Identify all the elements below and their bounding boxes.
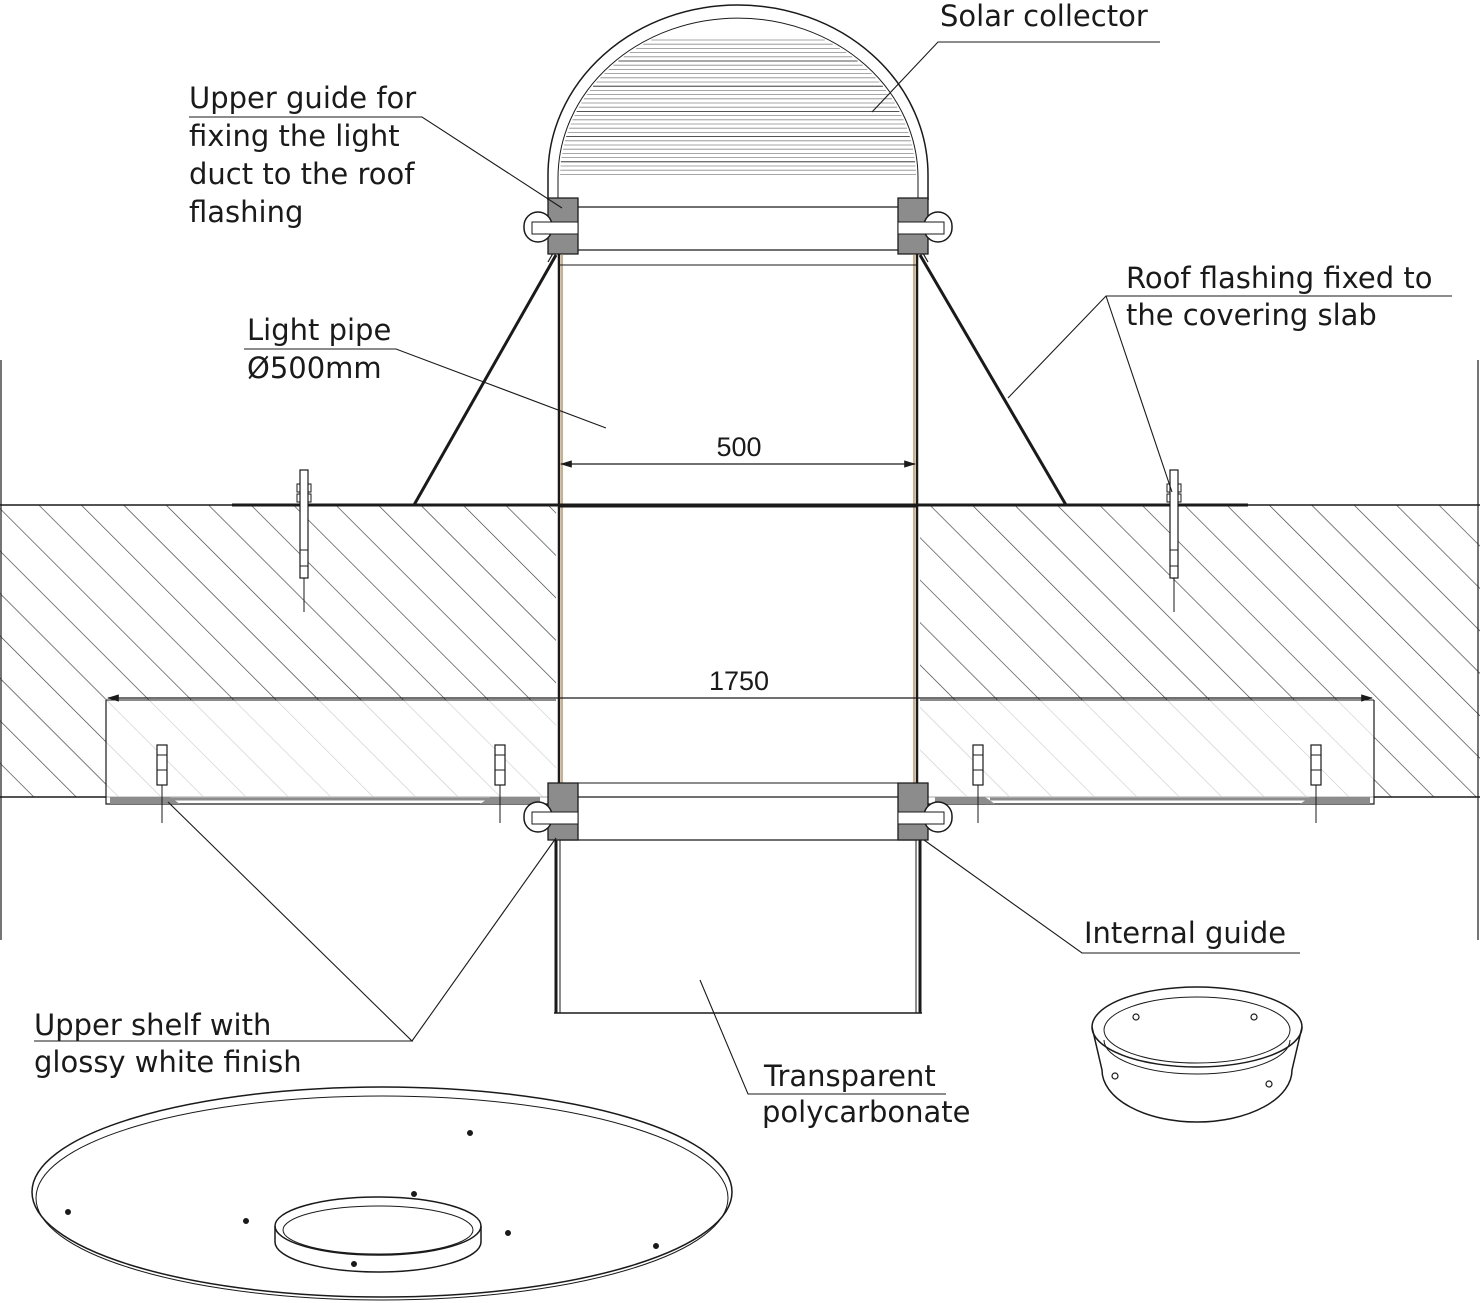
upper-guide-line-3: duct to the roof [189, 157, 415, 191]
label-roof-flashing: Roof flashing fixed to the covering slab [1126, 261, 1432, 332]
leader-lines [34, 41, 1452, 1095]
label-upper-guide: Upper guide for fixing the light duct to… [189, 81, 416, 229]
label-upper-shelf: Upper shelf with glossy white finish [34, 1008, 302, 1079]
concrete-slab [0, 360, 1480, 940]
upper-guide-line-1: Upper guide for [189, 81, 416, 115]
upper-shelf-line-1: Upper shelf with [34, 1008, 271, 1042]
light-pipe-line-1: Light pipe [247, 313, 391, 347]
solar-collector-dome [547, 4, 929, 200]
internal-guide-label: Internal guide [1084, 916, 1286, 950]
label-light-pipe: Light pipe Ø500mm [247, 313, 391, 385]
upper-guide-line-4: flashing [189, 195, 303, 229]
dome-ribbing [560, 39, 916, 175]
solar-collector-label: Solar collector [940, 0, 1148, 33]
upper-shelf-line-2: glossy white finish [34, 1045, 302, 1079]
light-pipe-line-2: Ø500mm [247, 351, 382, 385]
transparent-line-1: Transparent [763, 1059, 936, 1093]
upper-guide-clamps [523, 197, 953, 255]
polycarbonate-tube [554, 840, 922, 1014]
roof-flashing [232, 247, 1248, 507]
dimension-500: 500 [559, 432, 917, 468]
upper-guide-line-2: fixing the light [189, 119, 400, 153]
upper-shelf-section [105, 699, 1375, 805]
label-solar-collector: Solar collector [940, 0, 1148, 33]
dimension-500-text: 500 [716, 432, 761, 462]
label-transparent: Transparent polycarbonate [762, 1059, 971, 1129]
label-internal-guide: Internal guide [1084, 916, 1286, 950]
internal-guide-clamps [523, 782, 953, 841]
internal-guide-ring-illustration [1091, 986, 1303, 1123]
transparent-line-2: polycarbonate [762, 1095, 971, 1129]
roof-flashing-line-1: Roof flashing fixed to [1126, 261, 1432, 295]
dimension-1750-text: 1750 [709, 666, 769, 696]
dimension-1750: 1750 [106, 666, 1374, 702]
roof-flashing-line-2: the covering slab [1126, 298, 1377, 332]
upper-shelf-disc-illustration [31, 1086, 733, 1301]
shelf-anchor-bolts [156, 744, 1322, 823]
flashing-anchor-bolts [296, 469, 1182, 612]
light-pipe [557, 200, 919, 841]
